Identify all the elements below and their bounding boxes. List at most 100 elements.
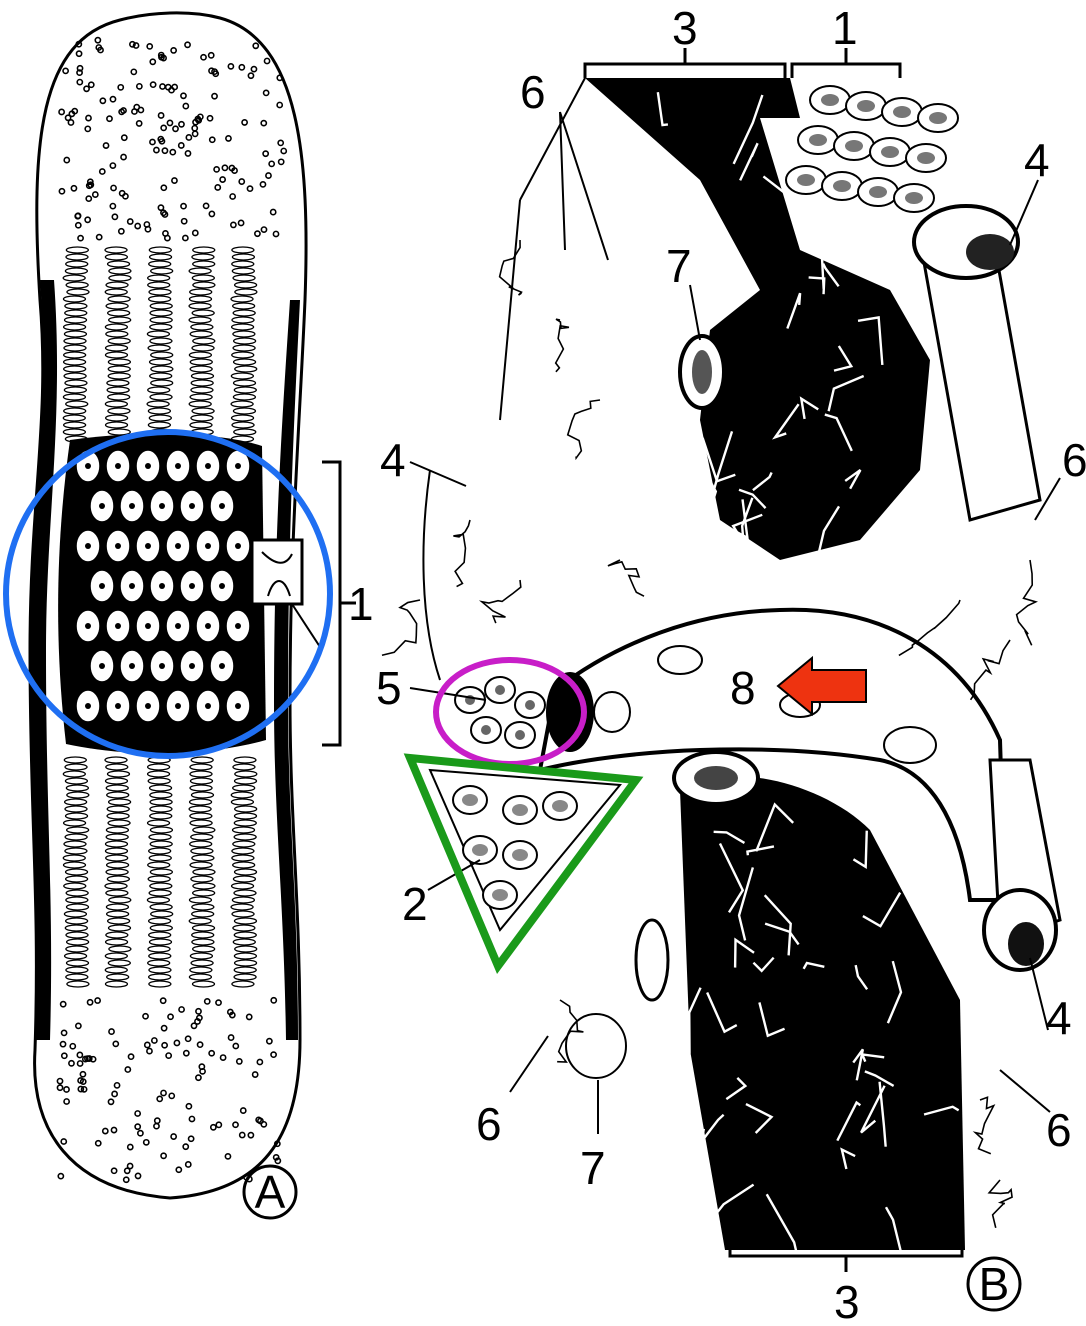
striation xyxy=(234,338,256,344)
striation xyxy=(65,764,87,770)
label-6-bottom-left: 6 xyxy=(476,1098,502,1150)
striation xyxy=(234,387,256,393)
striation xyxy=(193,282,215,288)
dot xyxy=(161,125,166,130)
dot xyxy=(277,102,282,107)
striation xyxy=(106,345,128,351)
striation xyxy=(232,352,254,358)
dot xyxy=(118,85,123,90)
fiber-core xyxy=(85,623,91,629)
striation xyxy=(148,275,170,281)
striation xyxy=(192,939,214,945)
striation xyxy=(149,939,171,945)
striation xyxy=(109,946,131,952)
fiber-core xyxy=(85,703,91,709)
striation xyxy=(234,918,256,924)
striation xyxy=(66,254,88,260)
fiber-core xyxy=(219,583,225,589)
dot xyxy=(89,82,94,87)
striation xyxy=(191,876,213,882)
striation xyxy=(149,247,171,253)
striation xyxy=(148,282,170,288)
striation xyxy=(234,757,256,763)
striation xyxy=(109,275,131,281)
nucleus xyxy=(821,94,839,106)
fiber-core xyxy=(205,543,211,549)
dot xyxy=(157,1096,162,1101)
dot xyxy=(62,1053,67,1058)
fiber-core xyxy=(175,463,181,469)
dot xyxy=(215,185,220,190)
label-6-right: 6 xyxy=(1062,434,1086,486)
dot xyxy=(154,147,159,152)
striation xyxy=(65,778,87,784)
fiber-core xyxy=(115,703,121,709)
striation xyxy=(189,268,211,274)
dot xyxy=(196,1009,201,1014)
striation xyxy=(109,799,131,805)
dot xyxy=(185,151,190,156)
dot xyxy=(57,1078,62,1083)
dot xyxy=(212,94,217,99)
striation xyxy=(193,946,215,952)
label-4-right: 4 xyxy=(1046,992,1072,1044)
dot xyxy=(201,55,206,60)
dot xyxy=(229,165,234,170)
striation xyxy=(105,401,127,407)
striation xyxy=(106,785,128,791)
striation xyxy=(64,366,86,372)
dot xyxy=(209,1051,214,1056)
striation xyxy=(193,827,215,833)
striation xyxy=(148,778,170,784)
structure-7-bottom xyxy=(566,1014,626,1078)
striation xyxy=(105,352,127,358)
striation xyxy=(106,890,128,896)
fiber-core xyxy=(115,543,121,549)
fiber-strand xyxy=(666,483,699,495)
striation xyxy=(65,380,87,386)
dot xyxy=(211,1125,216,1130)
dot xyxy=(179,143,184,148)
dot xyxy=(61,1030,66,1035)
striation xyxy=(66,261,88,267)
striation xyxy=(232,268,254,274)
striation xyxy=(150,373,172,379)
dot xyxy=(76,51,81,56)
striation xyxy=(190,422,212,428)
striation xyxy=(233,408,255,414)
dot xyxy=(264,90,269,95)
striation xyxy=(66,932,88,938)
dot xyxy=(137,121,142,126)
striation xyxy=(232,897,254,903)
striation xyxy=(234,932,256,938)
nucleus xyxy=(462,794,478,806)
striation xyxy=(232,911,254,917)
dot xyxy=(131,69,136,74)
dot xyxy=(247,1014,252,1019)
striation xyxy=(106,869,128,875)
dot xyxy=(135,223,140,228)
striation xyxy=(67,939,89,945)
striation xyxy=(150,254,172,260)
striation xyxy=(149,974,171,980)
dot xyxy=(174,1040,179,1045)
label-top-3: 3 xyxy=(672,2,698,54)
striation xyxy=(63,855,85,861)
striation xyxy=(189,303,211,309)
label-8: 8 xyxy=(730,662,756,714)
dot xyxy=(230,194,235,199)
striation xyxy=(235,778,257,784)
striation xyxy=(105,953,127,959)
striation xyxy=(63,771,85,777)
striation xyxy=(65,303,87,309)
striation xyxy=(147,401,169,407)
striation xyxy=(150,904,172,910)
striation xyxy=(234,890,256,896)
striation xyxy=(232,422,254,428)
label-7-top: 7 xyxy=(666,240,692,292)
striation xyxy=(66,960,88,966)
dot xyxy=(260,182,265,187)
striation xyxy=(234,967,256,973)
striation xyxy=(107,387,129,393)
fiber-strand xyxy=(665,298,689,346)
